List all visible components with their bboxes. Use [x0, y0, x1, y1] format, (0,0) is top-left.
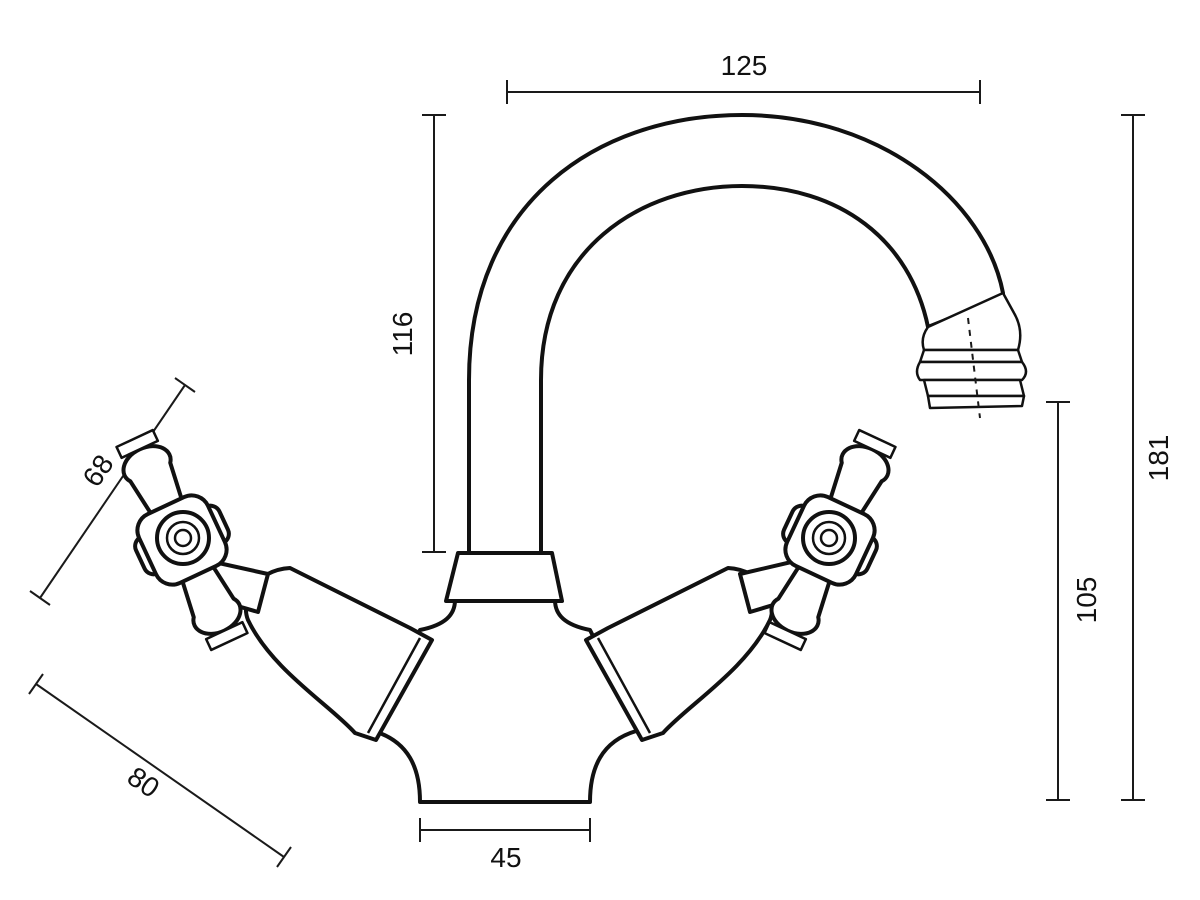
- spout-aerator: [915, 291, 1028, 419]
- dimension-body-width: 80: [28, 673, 292, 868]
- dimension-total-height: 181: [1121, 114, 1174, 801]
- dimension-label-spout-height: 116: [387, 312, 418, 357]
- dimension-label-spout-reach: 125: [721, 50, 768, 81]
- dimension-label-body-width: 80: [122, 761, 165, 804]
- dimension-label-base-width: 45: [490, 842, 521, 873]
- right-cross-handle: [763, 428, 897, 652]
- left-cross-handle: [115, 428, 249, 652]
- dimension-label-total-height: 181: [1143, 435, 1174, 482]
- dimension-label-outlet-height: 105: [1071, 577, 1102, 624]
- dimension-spout-reach: 125: [506, 50, 981, 104]
- faucet-spout: [444, 113, 1005, 603]
- dimension-base-width: 45: [419, 818, 591, 873]
- dimension-label-handle-length: 68: [77, 449, 120, 492]
- dimension-handle-length: 68: [29, 377, 196, 606]
- dimension-outlet-height: 105: [1046, 401, 1102, 801]
- dimension-spout-height: 116: [387, 114, 446, 553]
